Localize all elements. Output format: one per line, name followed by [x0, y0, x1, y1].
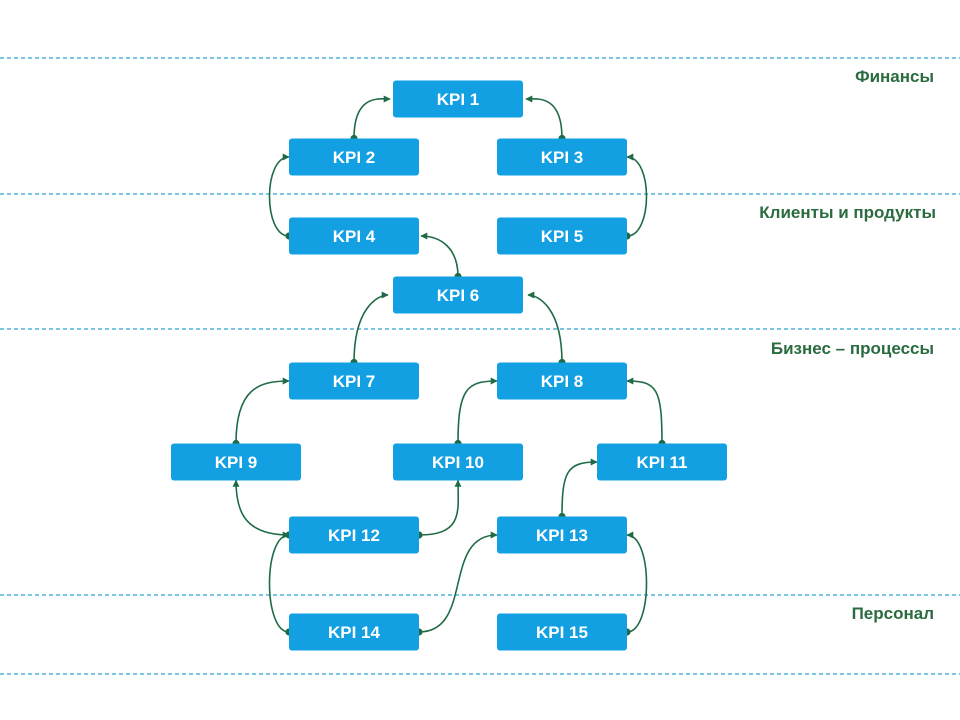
connector-kpi9-to-kpi7 [235, 377, 290, 444]
connector-kpi3-to-kpi1 [525, 95, 563, 139]
kpi-box-label: KPI 6 [437, 286, 480, 305]
connector-kpi15-to-kpi13 [626, 531, 648, 633]
connector-kpi5-to-kpi3 [626, 153, 648, 237]
kpi-box-kpi13: KPI 13 [497, 516, 627, 554]
kpi-box-kpi4: KPI 4 [289, 217, 419, 255]
kpi-box-label: KPI 5 [541, 227, 584, 246]
kpi-box-label: KPI 13 [536, 526, 588, 545]
section-separators [0, 57, 960, 675]
section-label-finance: Финансы [855, 67, 934, 86]
kpi-box-rect [497, 217, 627, 255]
kpi-box-rect [289, 138, 419, 176]
kpi-box-rect [393, 443, 523, 481]
kpi-box-rect [497, 362, 627, 400]
connector-kpi12-to-kpi10 [418, 479, 462, 536]
kpi-box-label: KPI 10 [432, 453, 484, 472]
kpi-box-kpi2: KPI 2 [289, 138, 419, 176]
kpi-box-rect [597, 443, 727, 481]
kpi-box-label: KPI 11 [636, 453, 687, 472]
connector-kpi11-to-kpi8 [626, 377, 663, 444]
kpi-box-rect [393, 80, 523, 118]
kpi-box-kpi5: KPI 5 [497, 217, 627, 255]
connector-kpi2-to-kpi1 [353, 95, 391, 139]
kpi-box-kpi15: KPI 15 [497, 613, 627, 651]
kpi-box-rect [497, 138, 627, 176]
kpi-box-kpi10: KPI 10 [393, 443, 523, 481]
kpi-box-label: KPI 8 [541, 372, 584, 391]
kpi-box-kpi8: KPI 8 [497, 362, 627, 400]
kpi-box-rect [497, 516, 627, 554]
kpi-box-label: KPI 4 [333, 227, 376, 246]
section-label-business: Бизнес – процессы [771, 339, 934, 358]
kpi-box-kpi3: KPI 3 [497, 138, 627, 176]
section-label-clients: Клиенты и продукты [759, 203, 936, 222]
kpi-box-label: KPI 14 [328, 623, 381, 642]
kpi-box-label: KPI 9 [215, 453, 258, 472]
kpi-box-rect [289, 362, 419, 400]
kpi-box-kpi6: KPI 6 [393, 276, 523, 314]
section-label-staff: Персонал [852, 604, 934, 623]
kpi-box-label: KPI 1 [437, 90, 480, 109]
connector-kpi4-to-kpi2 [268, 153, 290, 237]
kpi-box-label: KPI 15 [536, 623, 588, 642]
connector-kpi6-to-kpi4 [420, 232, 459, 277]
kpi-box-label: KPI 3 [541, 148, 584, 167]
kpi-box-kpi14: KPI 14 [289, 613, 419, 651]
connector-kpi7-to-kpi6 [353, 291, 389, 363]
kpi-box-rect [497, 613, 627, 651]
connector-kpi14-to-kpi13 [418, 531, 498, 633]
kpi-nodes: KPI 1 KPI 2 KPI 3 KPI 4 KPI 5 KPI 6 KPI 7 KPI 8… [171, 80, 727, 651]
connector-kpi8-to-kpi6 [527, 291, 563, 363]
kpi-box-kpi7: KPI 7 [289, 362, 419, 400]
kpi-box-rect [289, 516, 419, 554]
kpi-box-rect [289, 613, 419, 651]
kpi-box-label: KPI 2 [333, 148, 376, 167]
kpi-box-label: KPI 12 [328, 526, 380, 545]
kpi-box-rect [171, 443, 301, 481]
kpi-box-rect [289, 217, 419, 255]
kpi-box-label: KPI 7 [333, 372, 376, 391]
connector-kpi12-to-kpi9 [232, 479, 290, 536]
connector-kpi10-to-kpi8 [457, 377, 498, 444]
kpi-box-kpi1: KPI 1 [393, 80, 523, 118]
kpi-box-kpi11: KPI 11 [597, 443, 727, 481]
kpi-box-rect [393, 276, 523, 314]
kpi-box-kpi9: KPI 9 [171, 443, 301, 481]
connector-kpi13-to-kpi11 [561, 458, 598, 517]
kpi-box-kpi12: KPI 12 [289, 516, 419, 554]
connector-kpi14-to-kpi12 [268, 531, 290, 633]
